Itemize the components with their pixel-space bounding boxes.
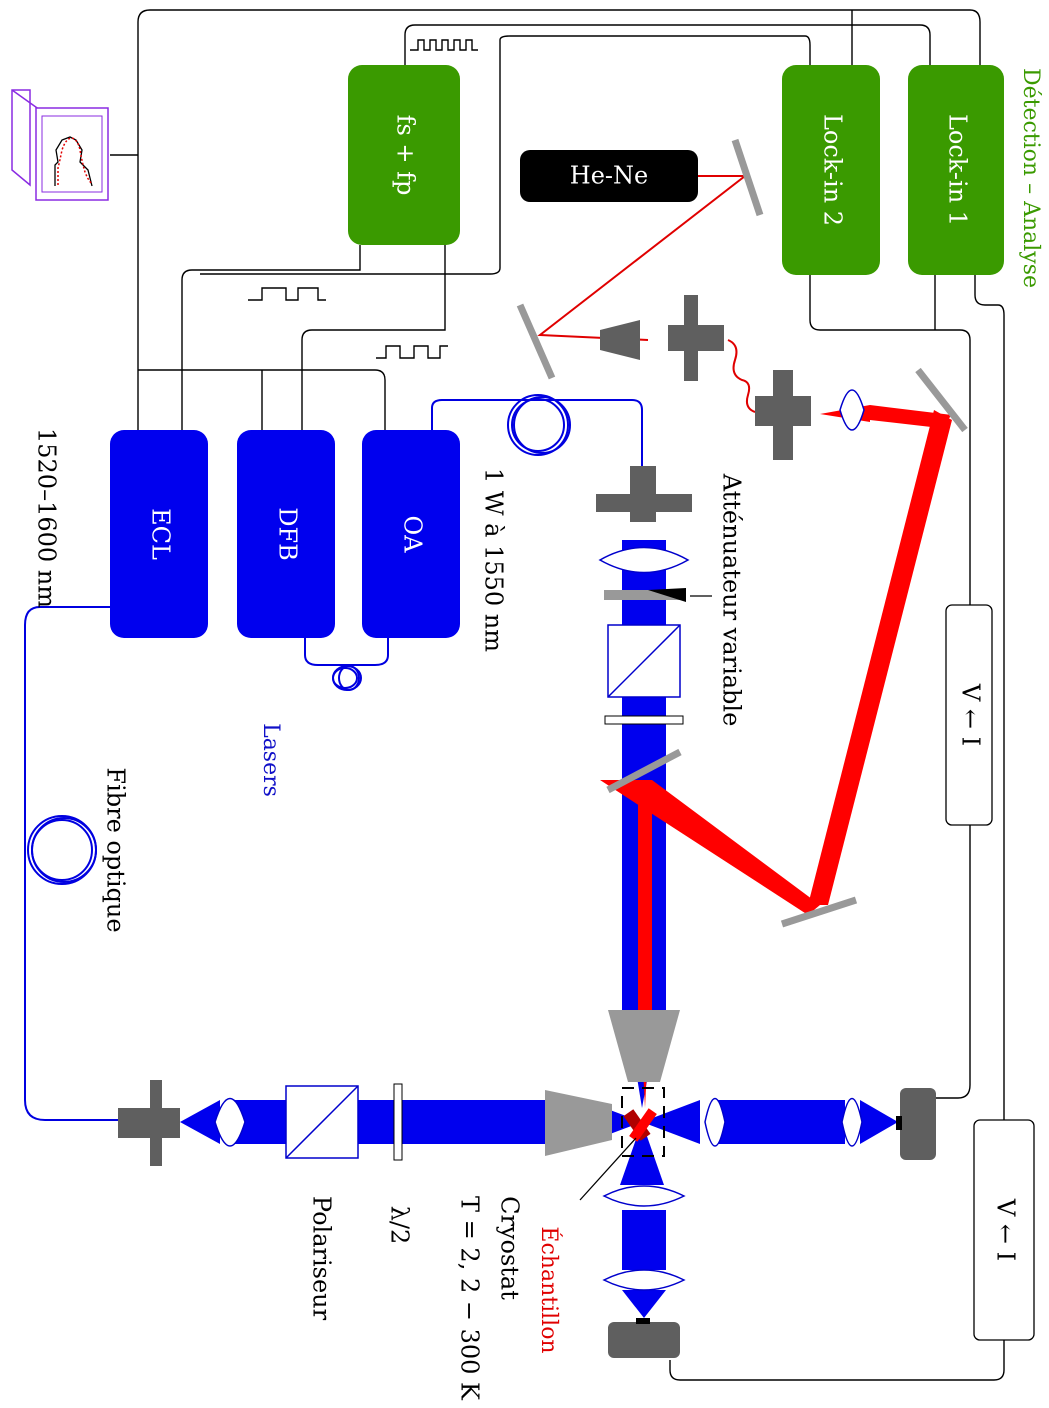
freq-sum-block: fs + fp — [348, 65, 460, 245]
detection-group-label: Détection – Analyse — [1018, 68, 1043, 288]
converter-2-block: V ← I — [973, 1119, 1035, 1341]
computer-monitor-icon — [11, 89, 109, 201]
converter-1-label: V ← I — [957, 683, 985, 746]
lasers-group-label: Lasers — [258, 723, 283, 797]
waveplate-label: λ/2 — [386, 1206, 414, 1245]
hene-laser-block: He-Ne — [520, 150, 698, 202]
hene-label: He-Ne — [570, 162, 648, 190]
converter-1-block: V ← I — [945, 604, 993, 826]
dfb-label: DFB — [274, 507, 302, 561]
oa-amplifier-block: OA — [362, 430, 460, 638]
converter-2-label: V ← I — [992, 1198, 1020, 1261]
signal-wires — [110, 9, 1005, 1381]
temperature-label: T = 2, 2 − 300 K — [456, 1196, 484, 1401]
optical-fibers — [24, 394, 643, 1121]
ecl-laser-block: ECL — [110, 430, 208, 638]
ecl-range-label: 1520–1600 nm — [33, 428, 61, 608]
square-wave-symbols — [248, 39, 478, 359]
freq-sum-label: fs + fp — [392, 115, 420, 196]
attenuator-label: Atténuateur variable — [718, 473, 746, 727]
optical-components — [118, 138, 968, 1358]
lock-in-1-block: Lock-in 1 — [908, 65, 1004, 275]
ecl-label: ECL — [147, 508, 175, 560]
oa-label: OA — [399, 515, 427, 553]
lock-in-1-label: Lock-in 1 — [944, 114, 972, 226]
lock-in-2-label: Lock-in 2 — [819, 114, 847, 226]
polarizer-label: Polariseur — [308, 1196, 336, 1321]
fiber-label: Fibre optique — [102, 767, 130, 932]
dfb-laser-block: DFB — [237, 430, 335, 638]
power-label: 1 W à 1550 nm — [480, 468, 508, 652]
lock-in-2-block: Lock-in 2 — [782, 65, 880, 275]
sample-title: Échantillon — [536, 1226, 563, 1353]
cryostat-label: Cryostat — [496, 1196, 524, 1300]
